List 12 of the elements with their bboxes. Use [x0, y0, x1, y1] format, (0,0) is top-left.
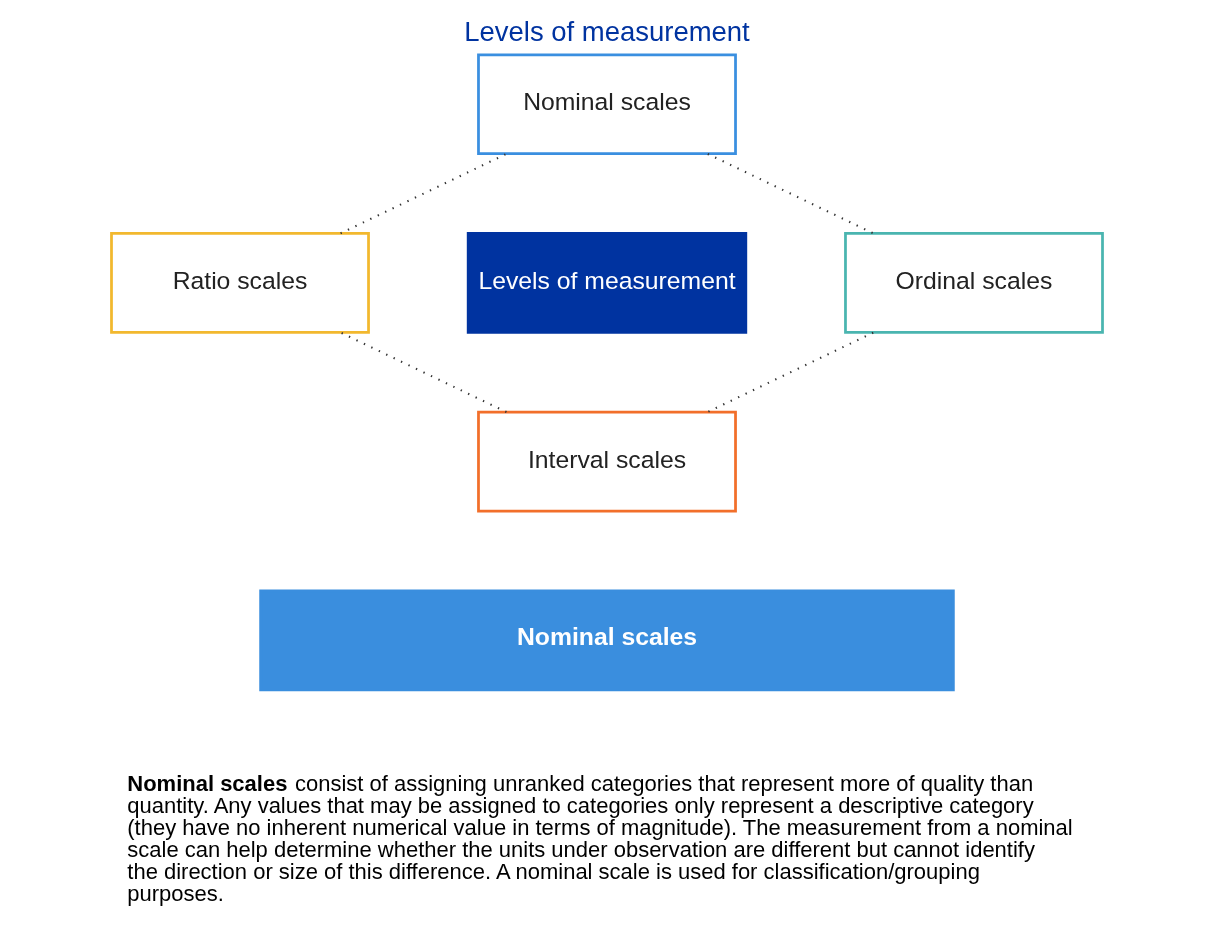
connector [706, 331, 874, 413]
node-box: Nominal scales [258, 589, 955, 692]
connector [339, 331, 507, 413]
node-box: Interval scales [476, 410, 737, 513]
connector [706, 153, 874, 235]
diagram-title: Levels of measurement [463, 16, 750, 48]
node-box: Ratio scales [109, 232, 370, 334]
node-box: Nominal scales [476, 53, 737, 156]
node-box: Ordinal scales [843, 232, 1104, 334]
connector [339, 153, 507, 235]
label: Nominal scales consist of assigning unranked categories that represent more of quality than quantity. Any values that may be assigned to categories only represent a descriptive category (they have no inherent numerical value in terms of magnitude). The measurement from a nominal scale can help determine whether the units under observation are different but cannot identify the direction or size of this difference. A nominal scale is used for classification/grouping purposes. [126, 771, 1073, 907]
node-box: Levels of measurement [466, 232, 747, 334]
